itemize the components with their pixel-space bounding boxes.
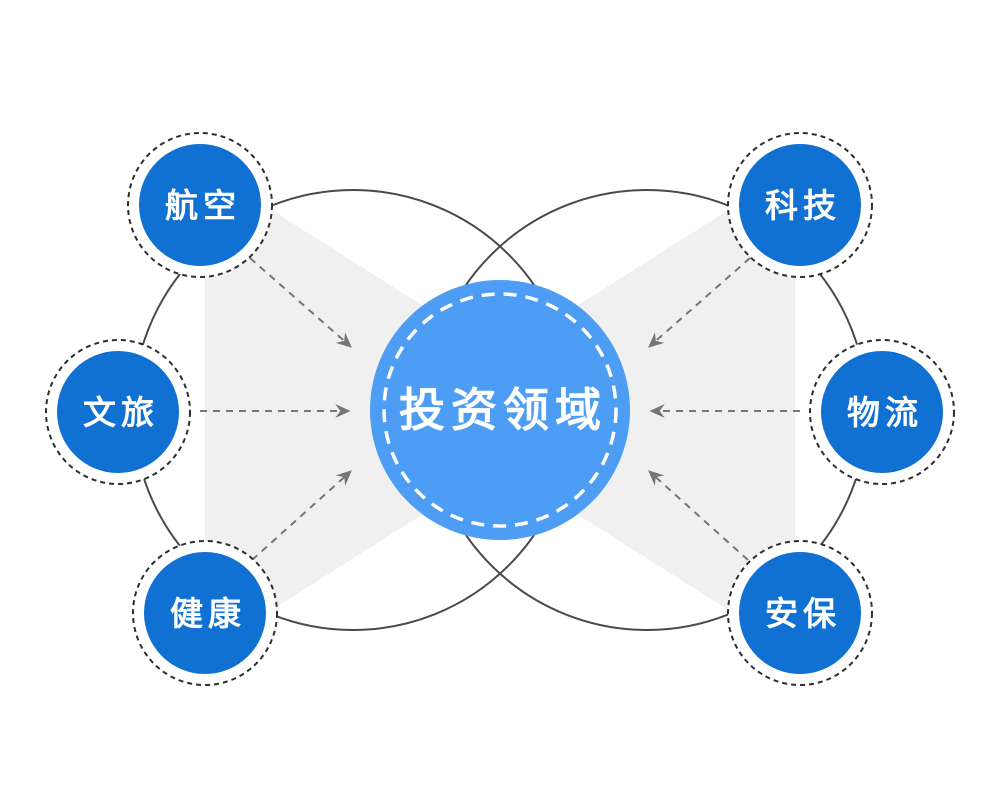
node-health: 健康 — [132, 540, 278, 686]
node-security: 安保 — [727, 540, 873, 686]
arrow-aviation-to-center-icon — [249, 257, 352, 348]
node-aviation-circle — [139, 144, 261, 266]
center-hub: 投资领域 — [370, 280, 630, 540]
node-culture-tourism-label: 文旅 — [83, 394, 159, 431]
node-aviation-label: 航空 — [165, 187, 241, 224]
node-aviation: 航空 — [127, 132, 273, 278]
arrow-technology-to-center-icon — [648, 257, 751, 348]
node-security-label: 安保 — [765, 595, 841, 632]
node-logistics-circle — [821, 351, 943, 473]
center-circle — [370, 280, 630, 540]
center-dashed-ring — [382, 292, 618, 528]
node-technology-label: 科技 — [765, 187, 841, 224]
node-health-circle — [144, 552, 266, 674]
center-title: 投资领域 — [399, 384, 607, 436]
node-security-circle — [739, 552, 861, 674]
node-technology-circle — [739, 144, 861, 266]
arrow-security-to-center-icon — [648, 470, 749, 561]
inward-arrows — [200, 257, 800, 561]
node-technology: 科技 — [727, 132, 873, 278]
node-health-label: 健康 — [170, 595, 246, 632]
arrow-health-to-center-icon — [251, 470, 352, 561]
node-logistics: 物流 — [809, 339, 955, 485]
node-culture-tourism-circle — [57, 351, 179, 473]
node-culture-tourism: 文旅 — [45, 339, 191, 485]
node-logistics-label: 物流 — [847, 394, 923, 431]
